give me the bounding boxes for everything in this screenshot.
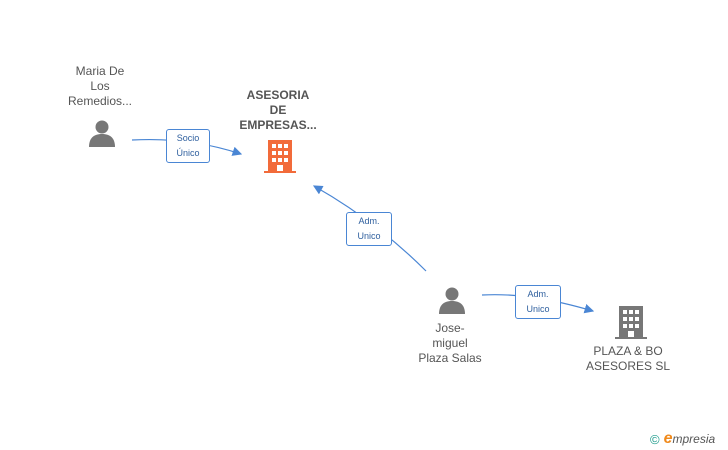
node-label-maria[interactable]: Maria De Los Remedios...	[67, 64, 133, 108]
node-label-jose[interactable]: Jose- miguel Plaza Salas	[418, 321, 482, 365]
edge-label-adm-unico-asesoria[interactable]: Adm. Unico	[346, 212, 392, 246]
edge-label-adm-unico-plaza[interactable]: Adm. Unico	[515, 285, 561, 319]
empresia-logo[interactable]: empresia	[663, 430, 716, 447]
building-icon[interactable]	[615, 305, 647, 339]
footer-brand: © empresia	[650, 430, 715, 448]
copyright-icon: ©	[650, 431, 660, 447]
node-label-plaza[interactable]: PLAZA & BO ASESORES SL	[585, 344, 671, 373]
building-icon[interactable]	[264, 139, 296, 173]
node-label-asesoria[interactable]: ASESORIA DE EMPRESAS...	[239, 88, 317, 132]
person-icon[interactable]	[87, 119, 117, 149]
edge-label-socio-unico[interactable]: Socio Único	[166, 129, 210, 163]
person-icon[interactable]	[437, 286, 467, 316]
